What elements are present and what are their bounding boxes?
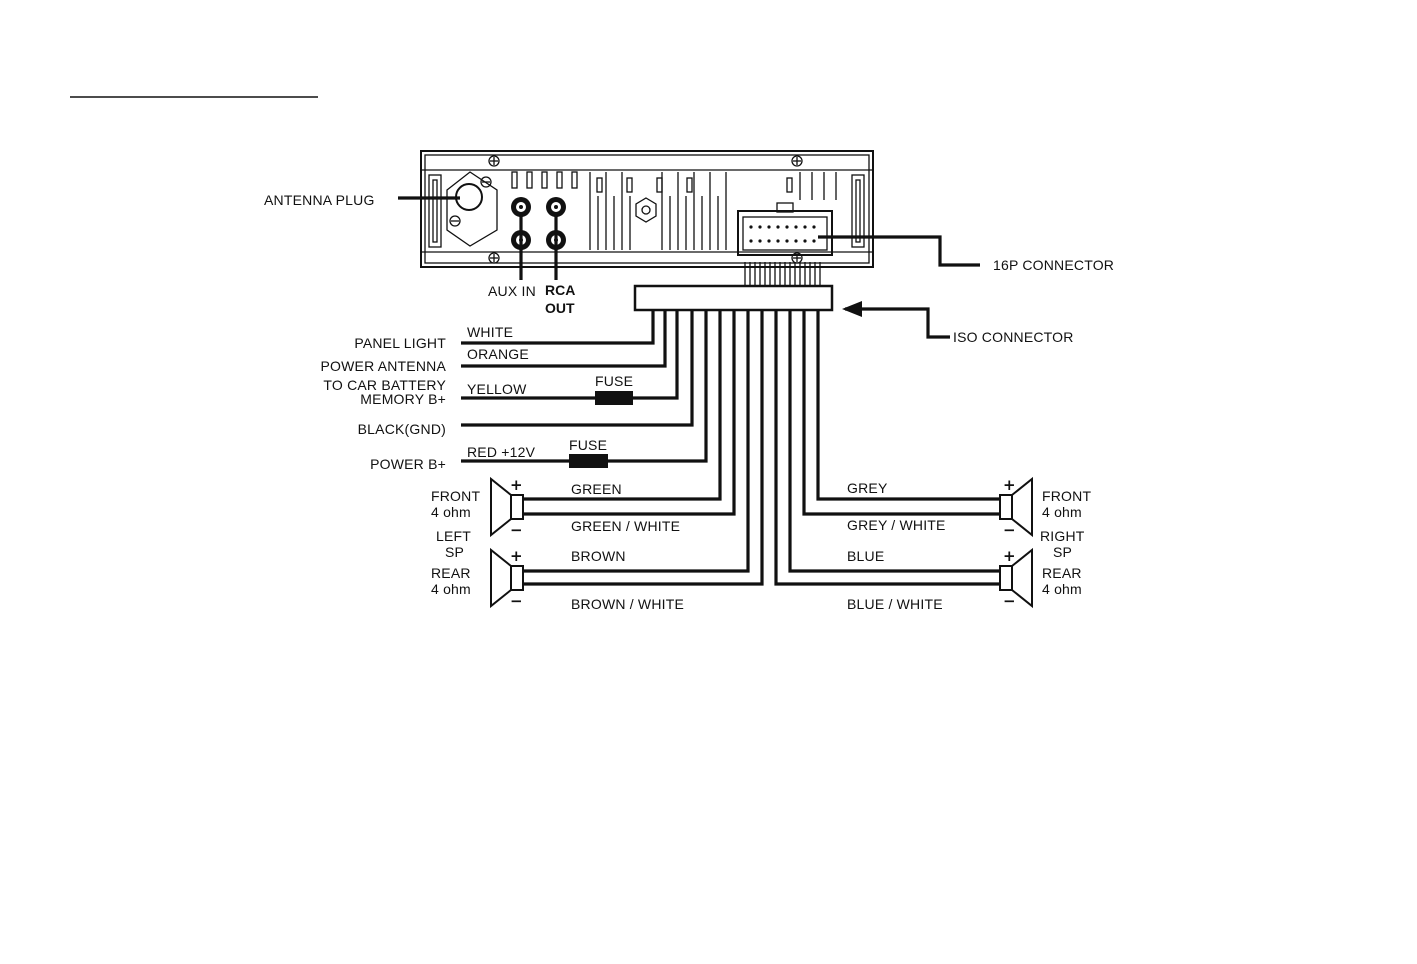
screw-icon (791, 155, 803, 167)
wire-blue (788, 310, 1000, 573)
wire-label-grey-white: GREY / WHITE (847, 517, 946, 533)
right-rear-ohm-label: 4 ohm (1042, 581, 1082, 597)
wire-green (523, 310, 722, 501)
fuse-icon (569, 454, 608, 468)
minus-icon: − (510, 592, 523, 610)
right-label: RIGHT (1040, 528, 1085, 544)
wire-yellow (461, 310, 679, 400)
16p-connector-label: 16P CONNECTOR (993, 257, 1114, 273)
16p-connector-socket (737, 202, 833, 256)
wire-label-blue: BLUE (847, 548, 884, 564)
wire-label-orange: ORANGE (467, 346, 529, 362)
fuse-label: FUSE (595, 373, 633, 389)
power-antenna-label: POWER ANTENNA (320, 358, 446, 374)
wire-white (461, 310, 655, 345)
wire-black-gnd (461, 310, 694, 427)
iso-connector-block (633, 284, 834, 312)
wire-label-brown: BROWN (571, 548, 626, 564)
rca-out-jack-icon (546, 197, 566, 250)
wire-label-white: WHITE (467, 324, 513, 340)
right-sp-label: SP (1053, 544, 1072, 560)
to-car-battery-label: TO CAR BATTERY (323, 377, 446, 393)
left-front-label: FRONT (431, 488, 480, 504)
speaker-icon-right-rear (999, 547, 1033, 609)
heat-sink (511, 171, 837, 250)
wire-grey-white (802, 310, 1000, 516)
left-label: LEFT (436, 528, 471, 544)
plus-icon: + (1003, 547, 1016, 565)
minus-icon: − (1003, 521, 1016, 539)
left-front-ohm-label: 4 ohm (431, 504, 471, 520)
wire-orange (461, 310, 667, 368)
speaker-icon-left-rear (490, 547, 524, 609)
screw-icon (488, 155, 500, 167)
wire-label-grey: GREY (847, 480, 888, 496)
wire-label-red: RED +12V (467, 444, 536, 460)
plus-icon: + (510, 547, 523, 565)
minus-icon: − (1003, 592, 1016, 610)
head-unit-rear (420, 150, 874, 268)
wire-green-white (523, 310, 736, 516)
rca-label: RCA (545, 282, 575, 298)
wire-label-green-white: GREEN / WHITE (571, 518, 680, 534)
out-label: OUT (545, 300, 575, 316)
plus-icon: + (510, 476, 523, 494)
black-gnd-label: BLACK(GND) (358, 421, 446, 437)
fuse-label: FUSE (569, 437, 607, 453)
left-sp-label: SP (445, 544, 464, 560)
wire-label-brown-white: BROWN / WHITE (571, 596, 684, 612)
speaker-icon-left-front (490, 476, 524, 538)
minus-icon: − (510, 521, 523, 539)
speaker-icon-right-front (999, 476, 1033, 538)
wire-brown (523, 310, 750, 573)
iso-connector-label: ISO CONNECTOR (953, 329, 1074, 345)
wire-grey (816, 310, 1000, 501)
screw-icon (449, 215, 461, 227)
wire-label-green: GREEN (571, 481, 622, 497)
memory-b-label: MEMORY B+ (360, 391, 446, 407)
wire-bundle (744, 262, 821, 286)
wire-label-yellow: YELLOW (467, 381, 527, 397)
hex-nut-icon (635, 197, 657, 223)
power-b-label: POWER B+ (370, 456, 446, 472)
iso-connector-arrow-icon (842, 301, 950, 339)
wire-blue-white (774, 310, 1000, 586)
plus-icon: + (1003, 476, 1016, 494)
wire-label-blue-white: BLUE / WHITE (847, 596, 943, 612)
16p-connector-leader (818, 235, 980, 267)
antenna-plug-label: ANTENNA PLUG (264, 192, 375, 208)
aux-in-label: AUX IN (488, 283, 536, 299)
fuse-icon (595, 391, 633, 405)
wire-red (461, 310, 708, 463)
right-front-ohm-label: 4 ohm (1042, 504, 1082, 520)
right-front-label: FRONT (1042, 488, 1091, 504)
wire-brown-white (523, 310, 764, 586)
screw-icon (488, 252, 500, 264)
panel-light-label: PANEL LIGHT (354, 335, 446, 351)
left-rear-ohm-label: 4 ohm (431, 581, 471, 597)
left-rear-label: REAR (431, 565, 471, 581)
right-rear-label: REAR (1042, 565, 1082, 581)
